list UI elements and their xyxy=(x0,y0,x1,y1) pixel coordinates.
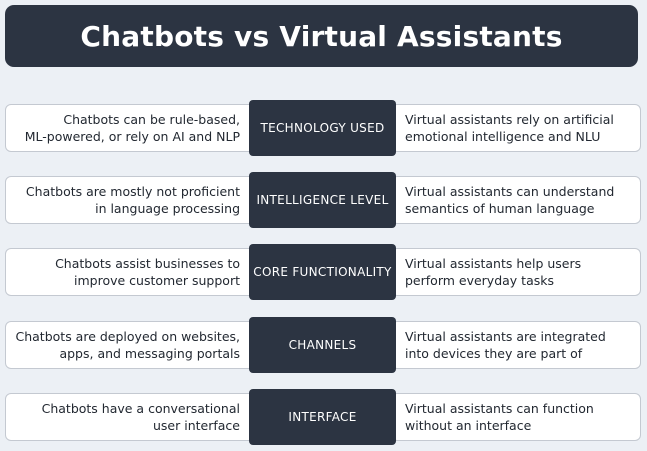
chatbots-cell: Chatbots are deployed on websites, apps,… xyxy=(5,321,255,369)
virtual-assistants-cell: Virtual assistants help users perform ev… xyxy=(391,248,641,296)
category-label: CORE FUNCTIONALITY xyxy=(249,244,396,300)
category-label: INTERFACE xyxy=(249,389,396,445)
title-banner: Chatbots vs Virtual Assistants xyxy=(5,5,638,67)
page-title: Chatbots vs Virtual Assistants xyxy=(80,19,563,53)
chatbots-cell: Chatbots are mostly not proficient in la… xyxy=(5,176,255,224)
virtual-assistants-cell: Virtual assistants can understand semant… xyxy=(391,176,641,224)
chatbots-cell: Chatbots have a conversational user inte… xyxy=(5,393,255,441)
category-label: TECHNOLOGY USED xyxy=(249,100,396,156)
comparison-row-intelligence: Chatbots are mostly not proficient in la… xyxy=(5,172,641,228)
virtual-assistants-cell: Virtual assistants are integrated into d… xyxy=(391,321,641,369)
virtual-assistants-cell: Virtual assistants rely on artificial em… xyxy=(391,104,641,152)
chatbots-cell: Chatbots can be rule-based, ML-powered, … xyxy=(5,104,255,152)
comparison-row-core-functionality: Chatbots assist businesses to improve cu… xyxy=(5,244,641,300)
chatbots-cell: Chatbots assist businesses to improve cu… xyxy=(5,248,255,296)
comparison-row-channels: Chatbots are deployed on websites, apps,… xyxy=(5,317,641,373)
comparison-row-technology: Chatbots can be rule-based, ML-powered, … xyxy=(5,100,641,156)
comparison-row-interface: Chatbots have a conversational user inte… xyxy=(5,389,641,445)
virtual-assistants-cell: Virtual assistants can function without … xyxy=(391,393,641,441)
category-label: INTELLIGENCE LEVEL xyxy=(249,172,396,228)
category-label: CHANNELS xyxy=(249,317,396,373)
